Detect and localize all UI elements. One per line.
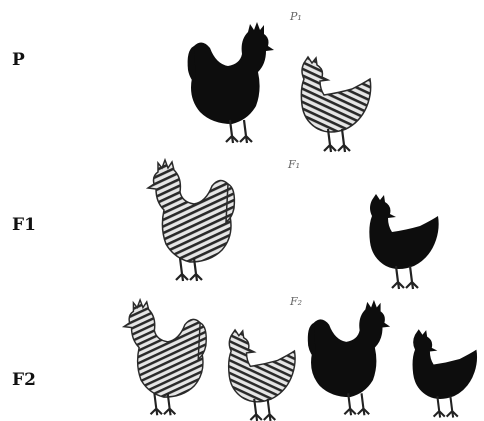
- generation-label-f2: F2: [12, 370, 36, 390]
- generation-label-p: P: [12, 50, 25, 70]
- hen-barred-p: [290, 55, 376, 151]
- rooster-barred-f2: [114, 298, 210, 420]
- annotation-f1: F₁: [288, 158, 300, 171]
- annotation-p1: P₁: [290, 10, 302, 23]
- rooster-black-p: [186, 20, 282, 148]
- rooster-black-f2: [304, 298, 400, 420]
- generation-label-f1: F1: [12, 215, 36, 235]
- hen-black-f1: [358, 192, 444, 288]
- hen-barred-f2: [216, 328, 302, 420]
- rooster-barred-f1: [140, 158, 236, 286]
- hen-black-f2: [402, 326, 482, 418]
- annotation-f2: F₂: [290, 295, 302, 308]
